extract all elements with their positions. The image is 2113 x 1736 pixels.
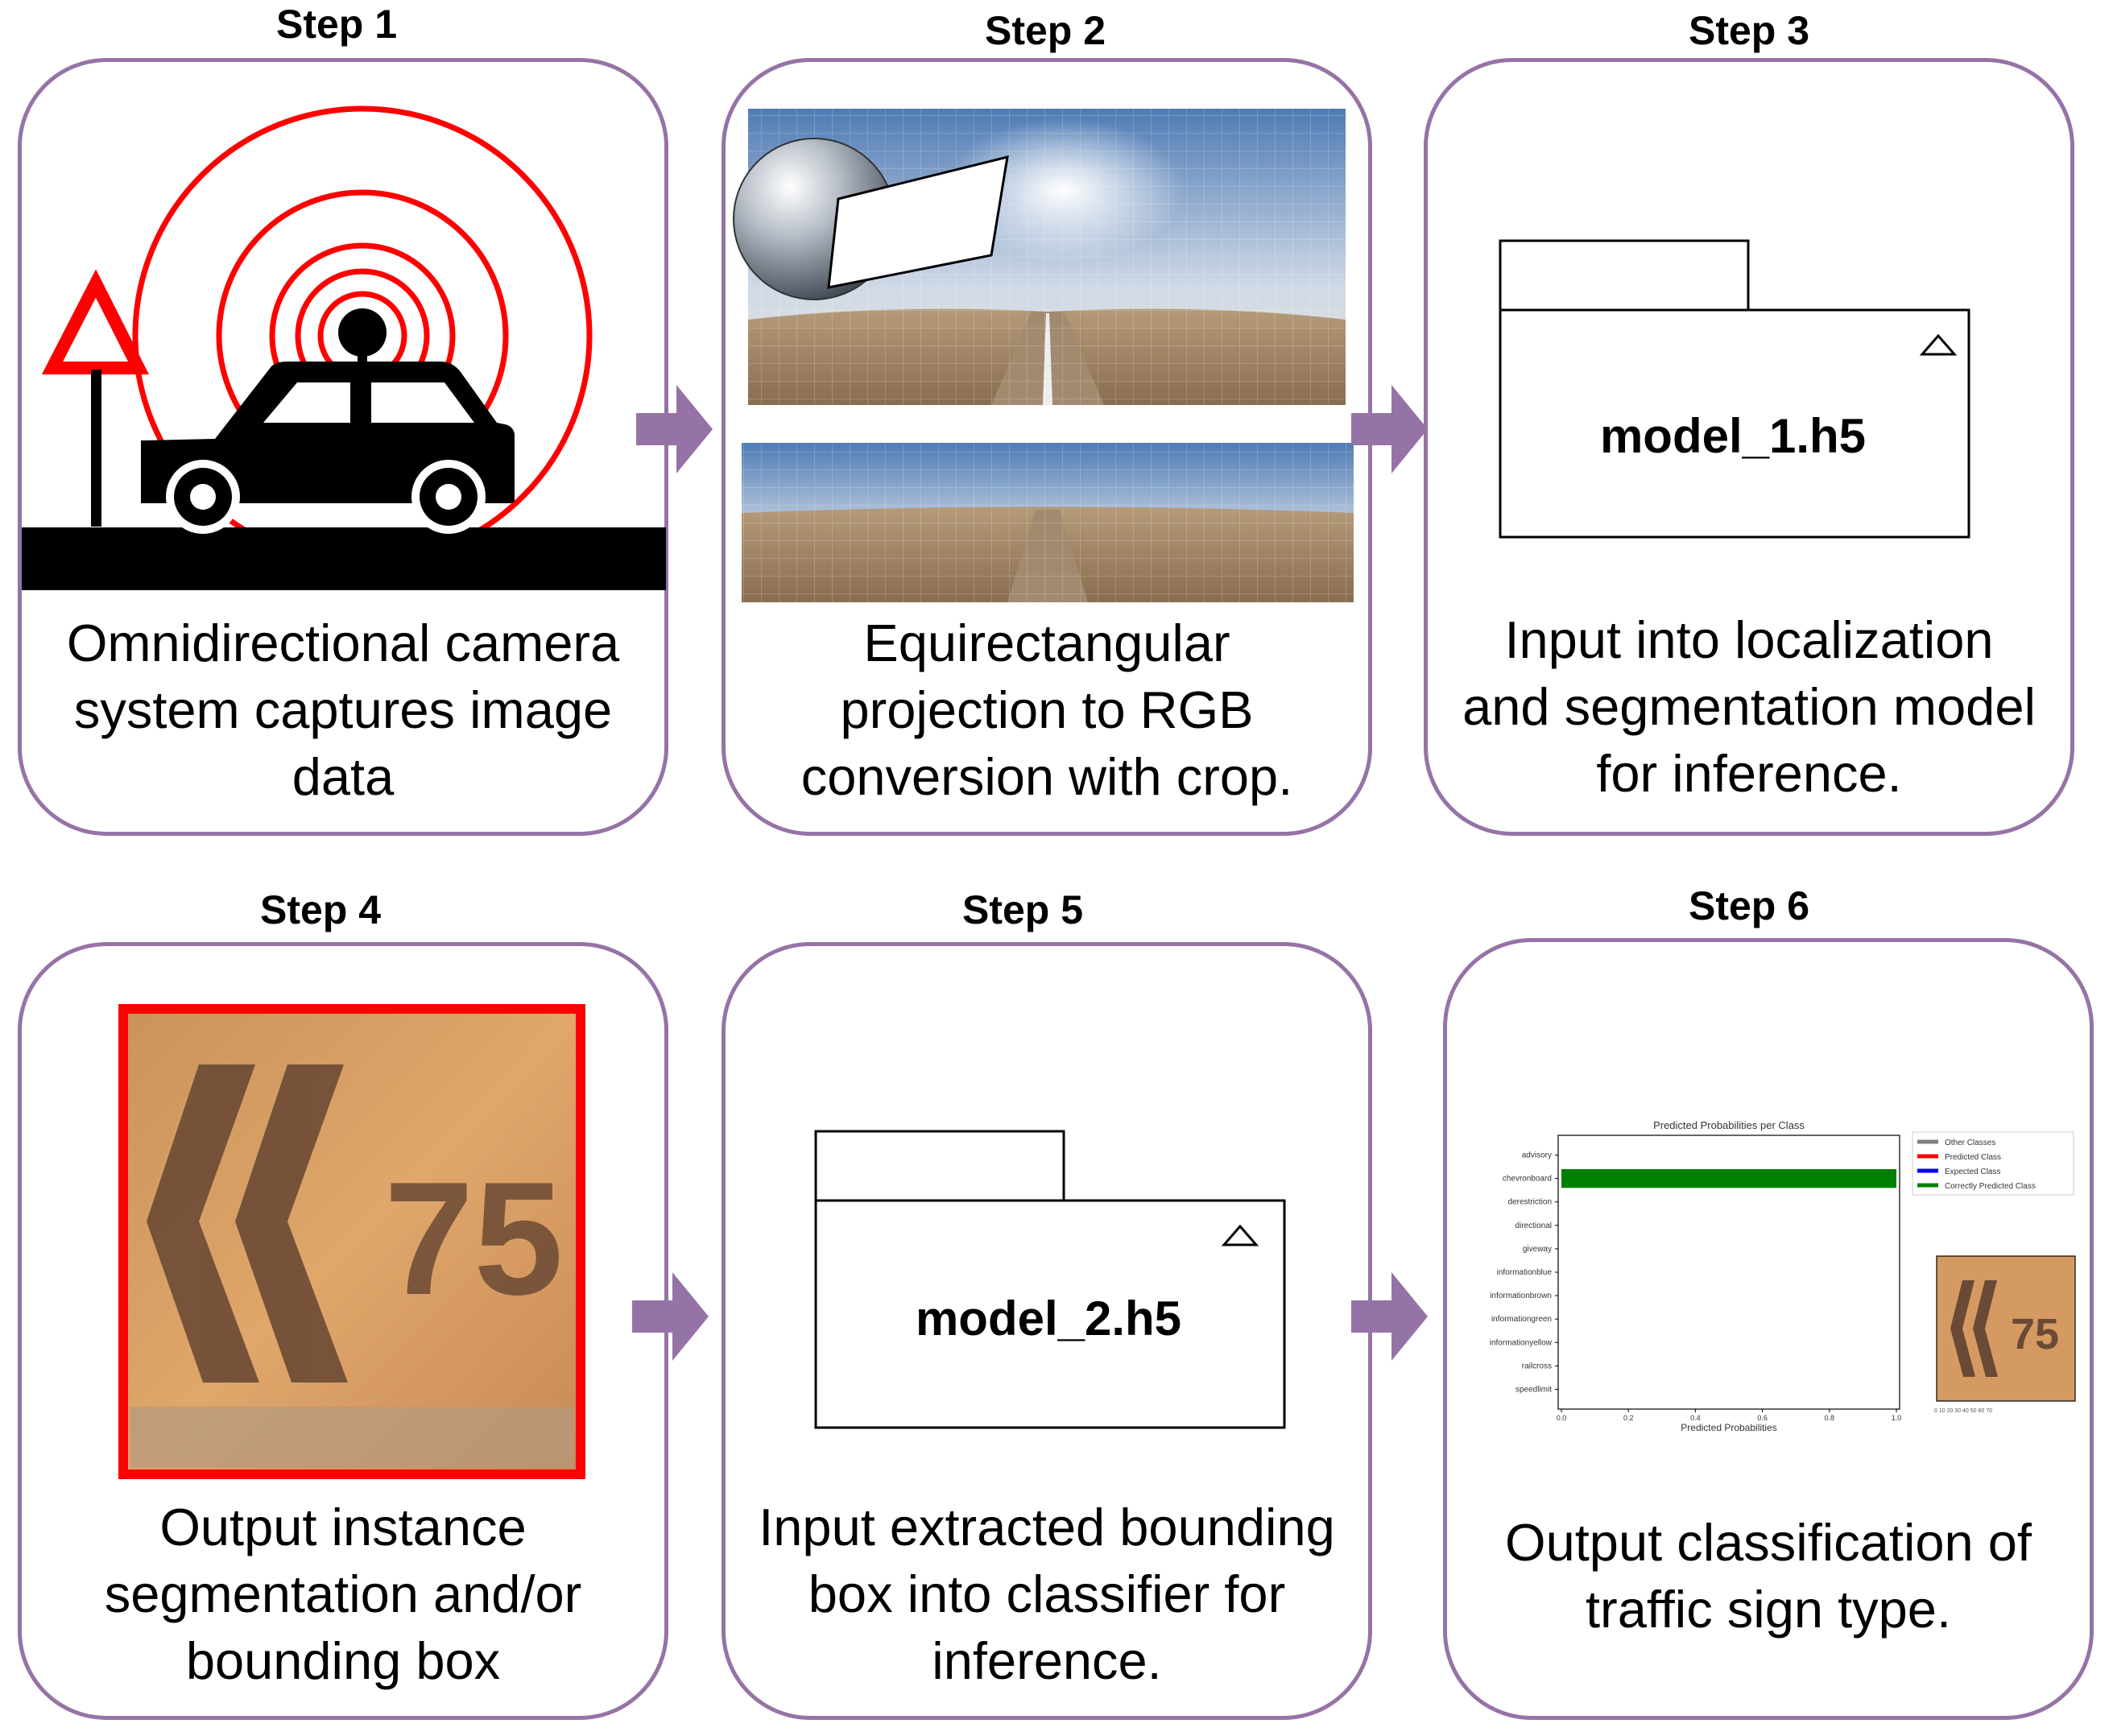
step-3-title: Step 3	[1688, 8, 1810, 53]
x-tick-label: 1.0	[1892, 1414, 1902, 1422]
legend-label: Correctly Predicted Class	[1945, 1182, 2036, 1191]
step-2-title: Step 2	[984, 8, 1106, 53]
y-tick-label: chevronboard	[1503, 1175, 1552, 1184]
model-1-package-icon	[1499, 239, 1970, 539]
y-tick-label: informationblue	[1497, 1268, 1553, 1277]
step-4-card: 75 Output instance segmentation and/or b…	[18, 942, 668, 1720]
legend-label: Expected Class	[1945, 1168, 2000, 1176]
y-tick-label: advisory	[1522, 1151, 1552, 1160]
car-icon	[141, 308, 515, 534]
step-6-caption: Output classification of traffic sign ty…	[1505, 1513, 2032, 1639]
step-6-card: Predicted Probabilities per Class Predic…	[1443, 938, 2094, 1720]
step-5-title: Step 5	[961, 887, 1084, 932]
step-6-title: Step 6	[1688, 883, 1810, 928]
chart-xlabel: Predicted Probabilities	[1681, 1422, 1776, 1433]
x-tick-label: 0.0	[1557, 1414, 1567, 1422]
model-1-label: model_1.h5	[1599, 409, 1867, 463]
step-4-caption: Output instance segmentation and/or boun…	[104, 1498, 582, 1690]
arrow-step2-to-step3	[1351, 385, 1428, 473]
y-tick-label: speedlimit	[1515, 1385, 1552, 1394]
probability-bar-chart: Predicted Probabilities per Class Predic…	[1490, 1119, 2076, 1433]
step-2-card: Equirectangular projection to RGB conver…	[722, 58, 1372, 836]
arrow-step5-to-step6	[1351, 1272, 1428, 1361]
y-tick-label: giveway	[1523, 1245, 1552, 1254]
arrow-step4-to-step5	[632, 1272, 709, 1361]
legend-label: Other Classes	[1945, 1139, 1995, 1147]
x-tick-label: 0.6	[1757, 1414, 1768, 1422]
chart-title: Predicted Probabilities per Class	[1653, 1119, 1805, 1131]
model-2-package-icon	[814, 1130, 1286, 1429]
step-5-caption: Input extracted bounding box into classi…	[759, 1498, 1335, 1690]
step-1-caption: Omnidirectional camera system captures i…	[66, 614, 620, 806]
y-tick-label: informationbrown	[1490, 1292, 1552, 1300]
bounding-box-crop: 75	[118, 1004, 585, 1479]
y-tick-label: informationgreen	[1491, 1315, 1552, 1324]
step-3-card: model_1.h5 Input into localization and s…	[1424, 58, 2074, 836]
step-3-caption: Input into localization and segmentation…	[1462, 610, 2036, 803]
thumbnail-sign-crop: 75 0 10 20 30 40 50 60 70	[1934, 1255, 2076, 1414]
step-2-caption: Equirectangular projection to RGB conver…	[800, 614, 1293, 806]
equirectangular-panorama-images	[733, 109, 1354, 602]
y-tick-label: informationyellow	[1490, 1338, 1553, 1347]
chevron-icon	[147, 1064, 348, 1383]
y-tick-label: railcross	[1522, 1362, 1552, 1370]
step-1-title: Step 1	[275, 2, 398, 47]
svg-text:0 10 20 30 40 50 60 70: 0 10 20 30 40 50 60 70	[1934, 1408, 1992, 1414]
y-tick-label: derestriction	[1508, 1198, 1552, 1207]
model-2-label: model_2.h5	[915, 1292, 1182, 1345]
arrow-step1-to-step2	[636, 385, 713, 473]
x-tick-label: 0.4	[1690, 1414, 1701, 1422]
thumbnail-sign-number: 75	[2011, 1310, 2059, 1358]
vehicle-camera-illustration	[22, 105, 666, 590]
sign-number-text: 75	[384, 1149, 563, 1329]
step-5-card: model_2.h5 Input extracted bounding box …	[722, 942, 1372, 1720]
legend-frame	[1912, 1131, 2074, 1196]
x-tick-label: 0.2	[1623, 1414, 1634, 1422]
legend-label: Predicted Class	[1945, 1153, 2001, 1162]
y-tick-label: directional	[1515, 1221, 1552, 1230]
step-4-title: Step 4	[259, 887, 382, 932]
x-tick-label: 0.8	[1825, 1414, 1835, 1422]
warning-sign-icon	[41, 269, 149, 374]
bar-chevronboard	[1561, 1169, 1896, 1188]
step-1-card: Omnidirectional camera system captures i…	[18, 58, 668, 836]
